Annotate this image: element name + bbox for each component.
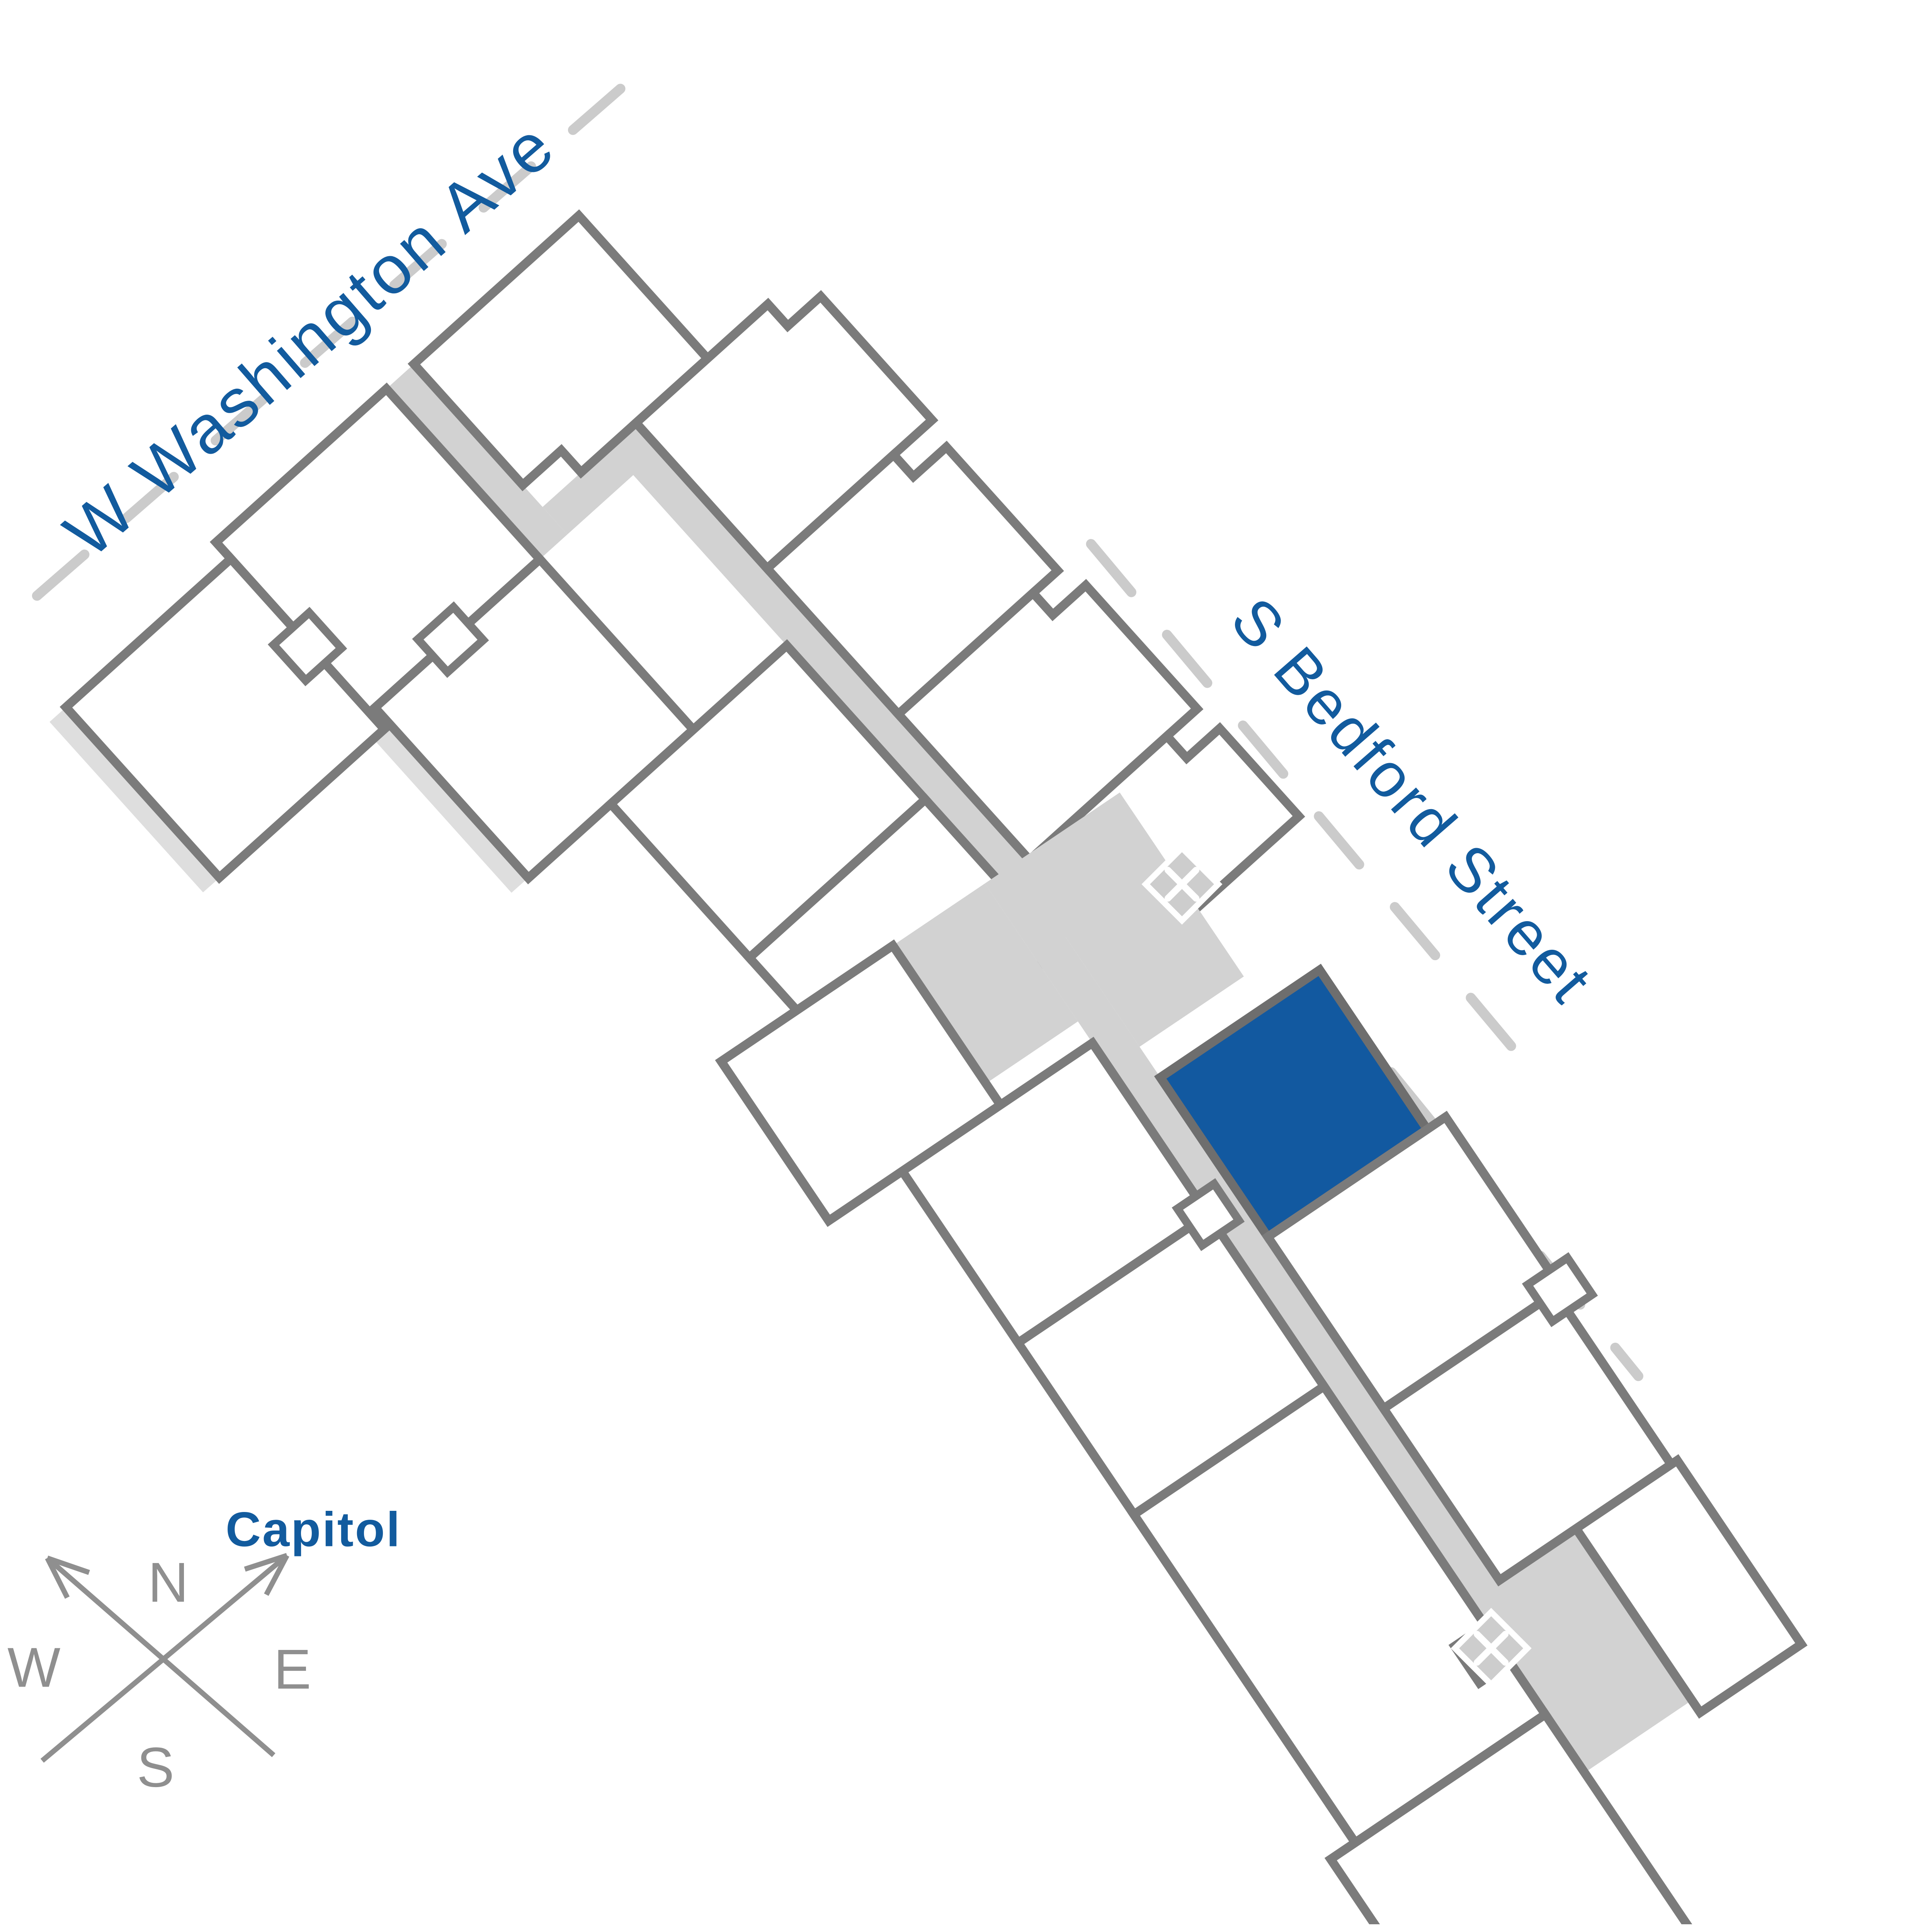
unit[interactable] — [407, 209, 714, 507]
walkway-plaza — [1015, 793, 1244, 1047]
walkway-sw-branch — [893, 883, 1078, 1084]
sidewalk-sliver — [358, 707, 528, 893]
walkway-main-upper — [608, 423, 1084, 945]
x-marker-icon — [1451, 1608, 1532, 1689]
unit-notch — [1172, 1178, 1245, 1251]
lower-cluster — [715, 793, 1808, 1924]
compass-nw-arrow — [46, 1556, 276, 1757]
walkway-main-lower — [985, 863, 1616, 1773]
compass-letter-n: N — [148, 1551, 189, 1614]
washington-ave-dashed-line — [32, 51, 663, 601]
walkway-entrance — [386, 364, 568, 560]
unit-notch — [1522, 1252, 1598, 1327]
upper-cluster — [60, 209, 1305, 1113]
compass-letter-w: W — [7, 1636, 60, 1699]
x-marker-icon — [1141, 844, 1223, 925]
unit[interactable] — [1570, 1454, 1808, 1719]
walkway-end-arm — [1471, 1531, 1692, 1773]
capitol-label: Capitol — [226, 1502, 401, 1557]
unit-notch — [412, 601, 489, 678]
unit-notch — [267, 607, 347, 687]
compass-rose: N W E S — [7, 1551, 311, 1799]
site-map-svg: W Washington Ave S Bedford Street Capito… — [7, 51, 1808, 1924]
compass-letter-s: S — [137, 1736, 174, 1799]
sidewalk-sliver — [49, 707, 220, 893]
compass-letter-e: E — [274, 1638, 311, 1701]
unit[interactable] — [1324, 1708, 1696, 1924]
